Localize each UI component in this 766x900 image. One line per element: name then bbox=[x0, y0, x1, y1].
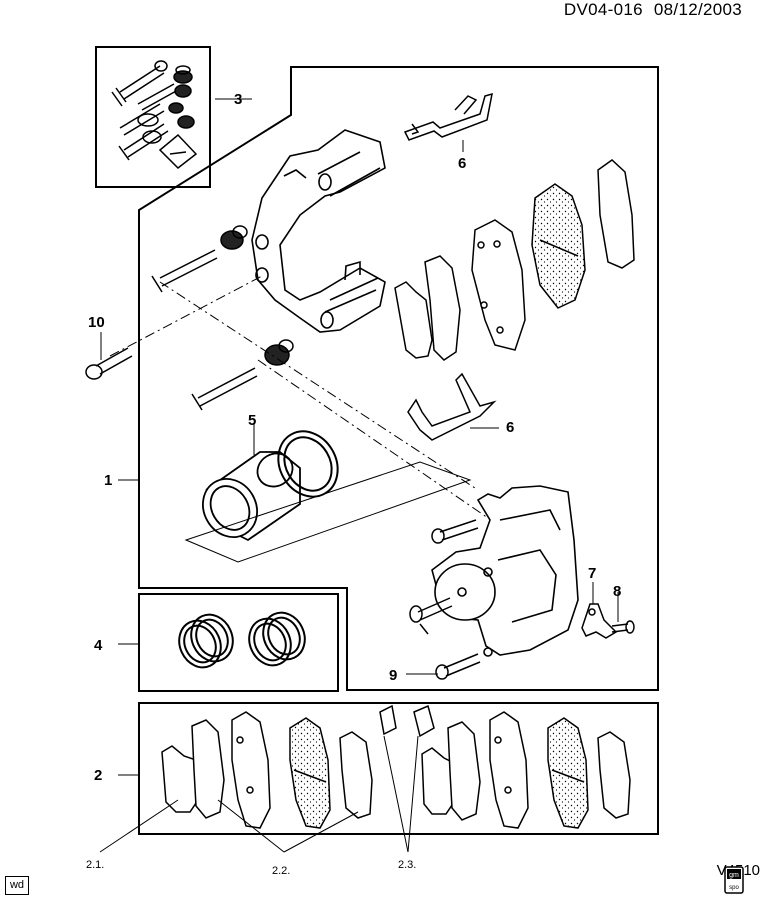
seal-kit-rings bbox=[178, 611, 306, 669]
sub-callout-2-3: 2.3. bbox=[398, 859, 416, 871]
document-id: DV04-016 bbox=[563, 0, 643, 19]
footer-badge: wd bbox=[5, 876, 29, 895]
callout-1: 1 bbox=[104, 472, 112, 489]
slide-pin-lower bbox=[191, 339, 294, 411]
brake-pad-group-upper bbox=[394, 159, 635, 361]
svg-text:gm: gm bbox=[729, 872, 739, 879]
callout-6-lower: 6 bbox=[506, 419, 514, 436]
anti-rattle-clip-lower bbox=[407, 372, 497, 441]
svg-text:spo: spo bbox=[729, 885, 739, 891]
bleeder-screw bbox=[611, 620, 635, 634]
leader-lines bbox=[99, 98, 619, 853]
callout-6-upper: 6 bbox=[458, 155, 466, 172]
callout-10: 10 bbox=[88, 314, 105, 331]
caliper-lower-bolt bbox=[435, 653, 481, 680]
callout-9: 9 bbox=[389, 667, 397, 684]
callout-5: 5 bbox=[248, 412, 256, 429]
pad-kit-pads bbox=[161, 704, 631, 829]
piston bbox=[202, 451, 301, 542]
bleeder-bracket bbox=[581, 603, 618, 639]
callout-8: 8 bbox=[613, 583, 621, 600]
callout-3: 3 bbox=[234, 91, 242, 108]
caliper-bracket bbox=[251, 129, 386, 333]
piston-outline-box bbox=[184, 461, 472, 563]
frame-seal-kit bbox=[138, 593, 339, 692]
frame-caliper-assembly bbox=[138, 66, 659, 691]
document-date: 08/12/2003 bbox=[653, 0, 742, 19]
bracket-bolt bbox=[85, 347, 133, 380]
caliper-housing bbox=[431, 485, 579, 657]
frame-bolt-kit bbox=[95, 46, 211, 188]
alignment-lines bbox=[109, 275, 521, 541]
anti-rattle-clip-upper bbox=[403, 92, 493, 141]
sub-callout-2-2: 2.2. bbox=[272, 865, 290, 877]
caliper-guide-bolt bbox=[431, 519, 479, 544]
callout-2: 2 bbox=[94, 767, 102, 784]
sub-callout-2-1: 2.1. bbox=[86, 859, 104, 871]
document-header: DV04-016 08/12/2003 bbox=[558, 0, 742, 20]
callout-7: 7 bbox=[588, 565, 596, 582]
gm-spo-logo-icon: gm spo bbox=[724, 866, 744, 894]
bolt-kit-parts bbox=[111, 60, 198, 169]
slide-pin-upper bbox=[151, 225, 248, 293]
piston-seal bbox=[277, 430, 339, 498]
banjo-bolt bbox=[409, 597, 453, 635]
frame-pad-kit bbox=[138, 702, 659, 835]
callout-4: 4 bbox=[94, 637, 103, 654]
